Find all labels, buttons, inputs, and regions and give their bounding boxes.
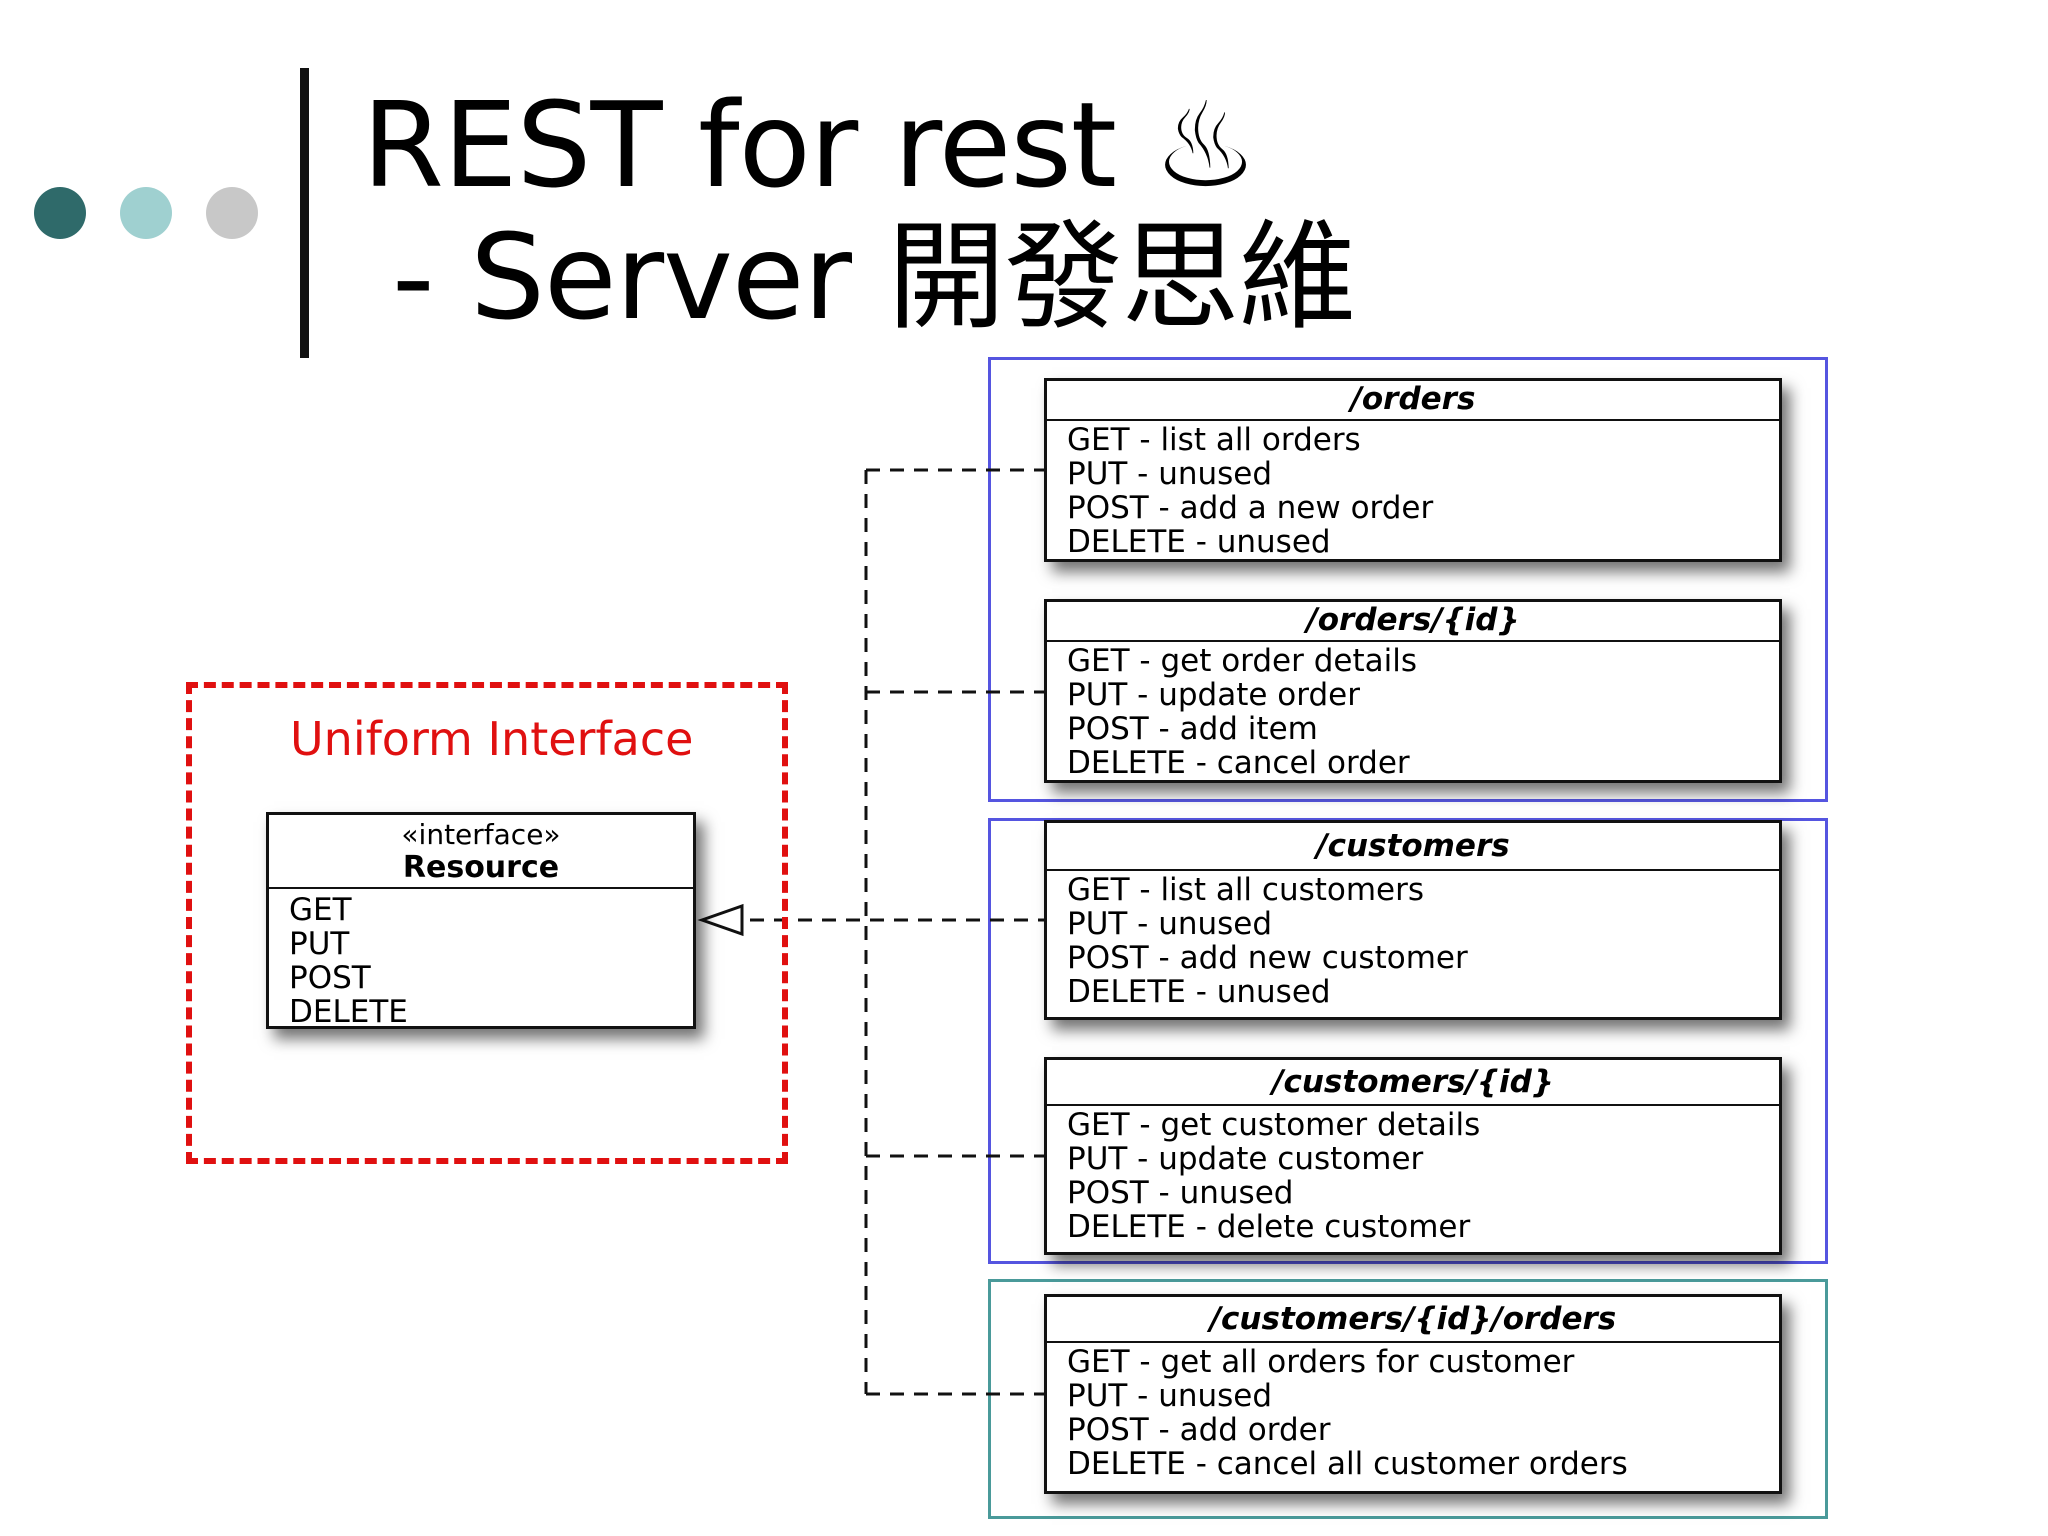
resource-op: PUT - unused [1067,906,1273,942]
resource-op: DELETE - cancel all customer orders [1067,1446,1628,1482]
resource-path: /customers/{id}/orders [1047,1297,1779,1343]
resource-path: /customers/{id} [1047,1060,1779,1106]
resource-op: DELETE - unused [1067,974,1331,1010]
slide-title-line1: REST for rest ♨ [362,76,1258,214]
interface-name: Resource [269,851,693,889]
resource-op: GET - list all customers [1067,872,1425,908]
resource-orders-id: /orders/{id} GET - get order details PUT… [1044,599,1782,783]
uniform-interface-label: Uniform Interface [290,712,694,766]
resource-op: POST - add item [1067,711,1318,747]
bullet-dot-light [120,187,172,239]
resource-op: PUT - update customer [1067,1141,1424,1177]
resource-op: GET - get all orders for customer [1067,1344,1575,1380]
customer-orders-group [988,1279,1828,1519]
interface-op: POST [289,960,371,996]
resource-customers: /customers GET - list all customers PUT … [1044,820,1782,1020]
resource-op: GET - get order details [1067,643,1417,679]
resource-op: GET - list all orders [1067,422,1361,458]
resource-path: /orders [1047,381,1779,421]
interface-stereotype: «interface» [401,818,561,851]
uniform-interface-region [186,682,788,1164]
interface-op: PUT [289,926,350,962]
customers-group [988,818,1828,1264]
realization-arrowhead [697,903,744,937]
bullet-dot-dark [34,187,86,239]
resource-interface-box: «interface» Resource GET PUT POST DELETE [266,812,696,1029]
resource-op: POST - add order [1067,1412,1331,1448]
resource-op: DELETE - cancel order [1067,745,1410,781]
orders-group [988,357,1828,802]
slide-title-line2: - Server 開發思維 [392,208,1357,346]
title-divider [300,68,309,358]
resource-op: PUT - unused [1067,1378,1273,1414]
resource-op: POST - add a new order [1067,490,1434,526]
interface-op: DELETE [289,994,408,1030]
resource-op: DELETE - unused [1067,524,1331,560]
resource-path: /orders/{id} [1047,602,1779,642]
resource-path: /customers [1047,823,1779,871]
resource-customers-id: /customers/{id} GET - get customer detai… [1044,1057,1782,1255]
resource-op: POST - add new customer [1067,940,1468,976]
bullet-dot-gray [206,187,258,239]
resource-op: DELETE - delete customer [1067,1209,1471,1245]
resource-op: PUT - unused [1067,456,1273,492]
resource-op: PUT - update order [1067,677,1360,713]
resource-orders: /orders GET - list all orders PUT - unus… [1044,378,1782,562]
resource-op: POST - unused [1067,1175,1294,1211]
resource-op: GET - get customer details [1067,1107,1481,1143]
resource-customer-orders: /customers/{id}/orders GET - get all ord… [1044,1294,1782,1494]
interface-op: GET [289,892,352,928]
